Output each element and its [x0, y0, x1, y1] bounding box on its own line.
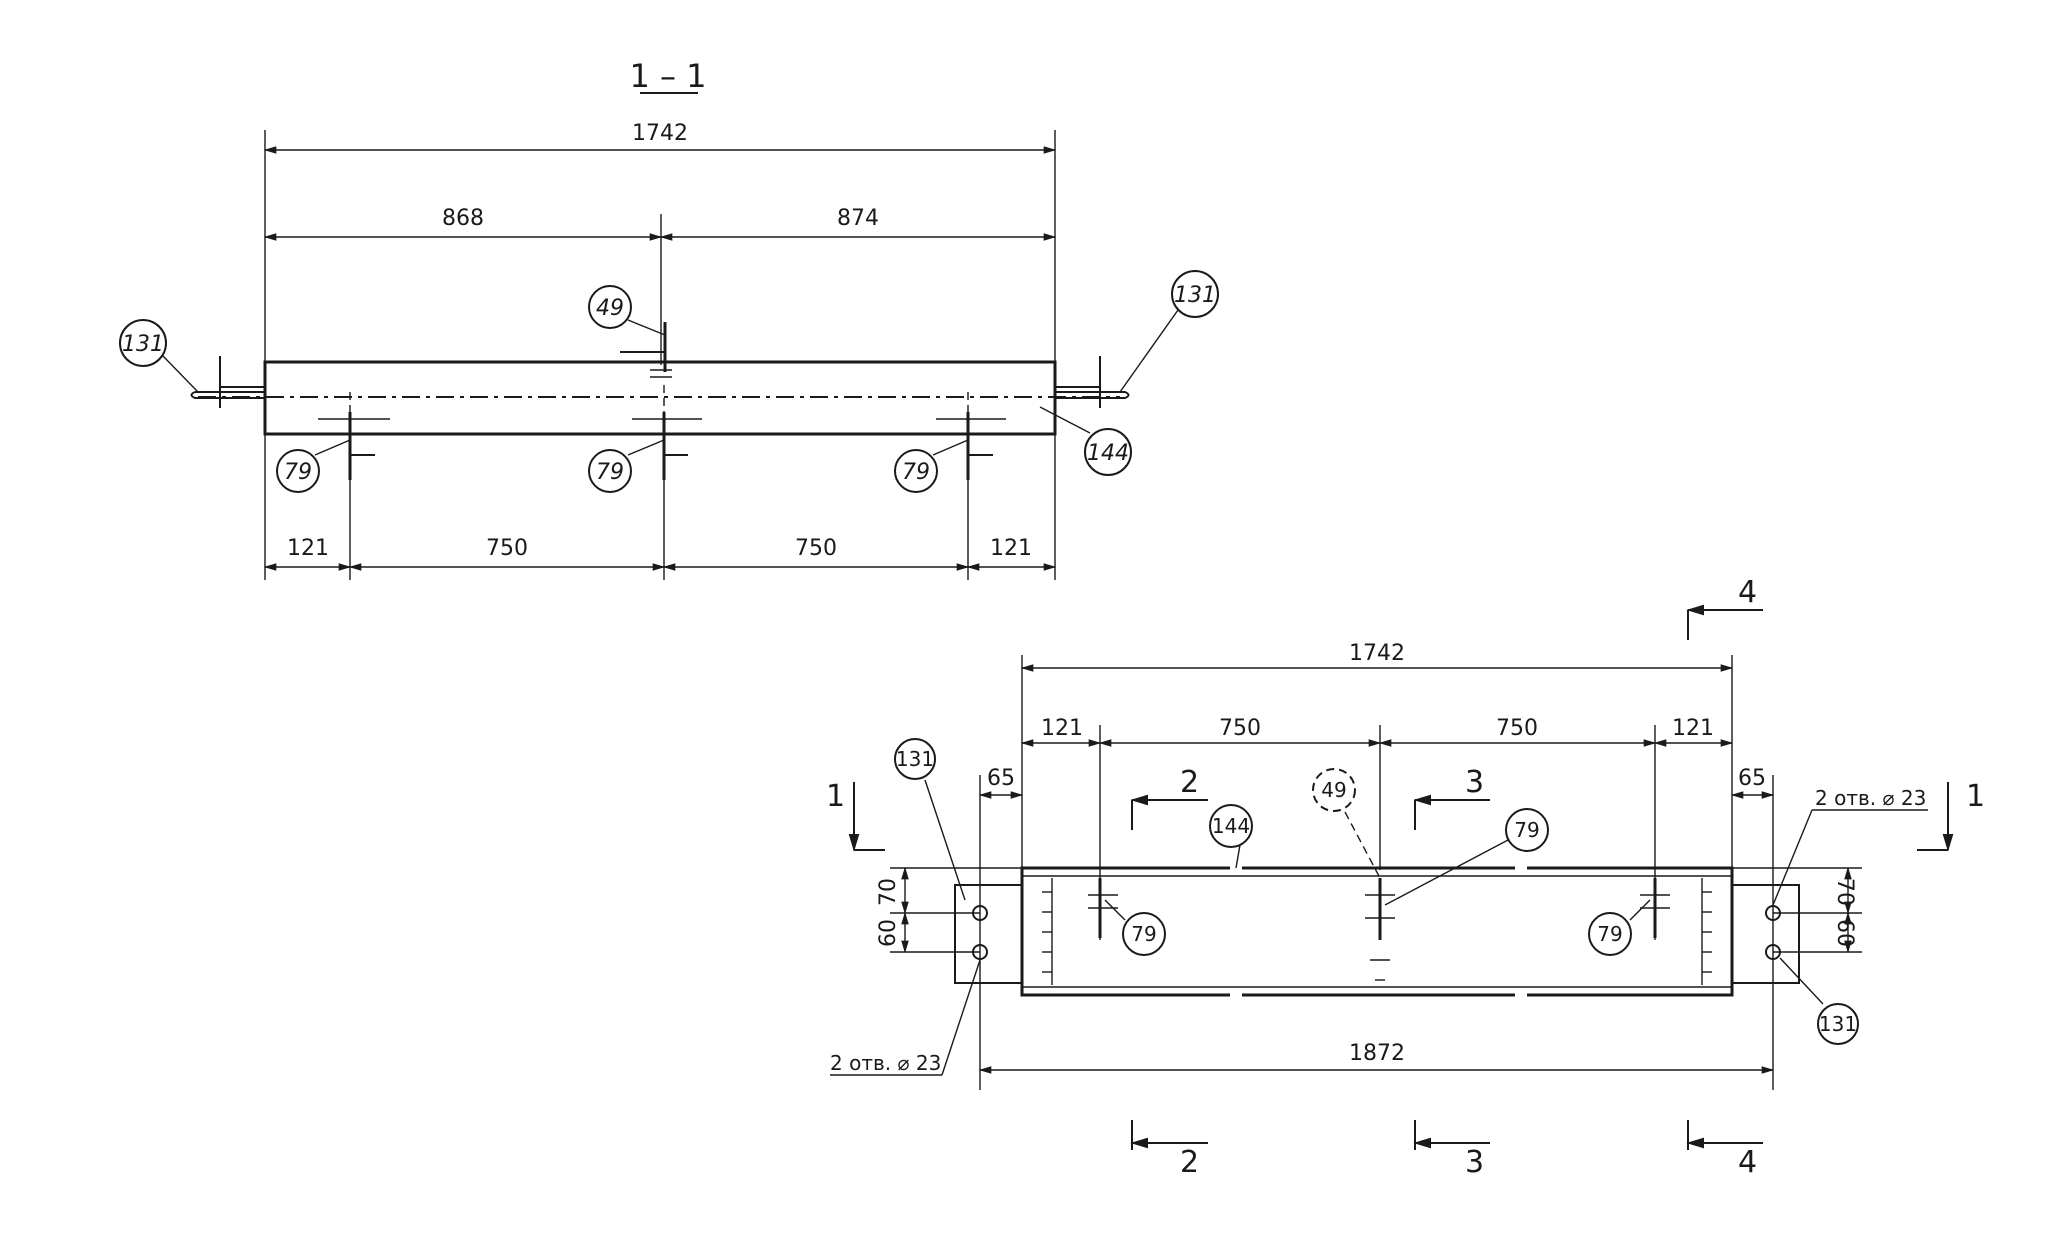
dim-bottom-2: 750 — [486, 536, 528, 561]
section-mark-4-top: 4 — [1738, 575, 1757, 610]
plan-dim-seg3: 750 — [1496, 716, 1538, 741]
dim-overall: 1742 — [632, 121, 688, 146]
section-mark-1-right: 1 — [1966, 779, 1985, 814]
section-title: 1 – 1 — [629, 57, 706, 95]
balloon-131-left: 131 — [122, 332, 164, 357]
plate-left — [954, 884, 1023, 984]
plan-dim-end-left: 65 — [987, 766, 1015, 791]
section-mark-4-bottom: 4 — [1738, 1145, 1757, 1180]
plan-balloon-144: 144 — [1212, 814, 1250, 838]
balloon-79-left: 79 — [284, 460, 312, 485]
balloon-79-right: 79 — [902, 460, 930, 485]
section-mark-1-left: 1 — [826, 779, 845, 814]
plate-right — [1731, 884, 1800, 984]
plan-dim-overall: 1742 — [1349, 641, 1405, 666]
note-holes-right: 2 отв. ⌀ 23 — [1815, 786, 1926, 810]
plan-balloon-49: 49 — [1321, 778, 1346, 802]
side-dim-right-upper: 70 — [1832, 878, 1857, 906]
note-holes-left: 2 отв. ⌀ 23 — [830, 1051, 941, 1075]
plan-balloon-131-right: 131 — [1819, 1012, 1857, 1036]
plan-dim-seg4: 121 — [1672, 716, 1714, 741]
plan-dim-end-right: 65 — [1738, 766, 1766, 791]
plan-balloon-79-left: 79 — [1131, 922, 1156, 946]
plan-dim-bottom: 1872 — [1349, 1041, 1405, 1066]
side-dim-left-lower: 60 — [876, 919, 901, 947]
plan-dim-seg1: 121 — [1041, 716, 1083, 741]
side-dim-left-upper: 70 — [876, 878, 901, 906]
plan-beam-body — [1020, 866, 1734, 997]
dim-right: 874 — [837, 206, 879, 231]
balloon-79-mid: 79 — [596, 460, 624, 485]
balloon-49: 49 — [596, 296, 624, 321]
plan-balloon-79-right: 79 — [1597, 922, 1622, 946]
dim-bottom-4: 121 — [990, 536, 1032, 561]
section-mark-2-bottom: 2 — [1180, 1145, 1199, 1180]
section-mark-3-bottom: 3 — [1465, 1145, 1484, 1180]
plan-view: 1742 121 750 750 121 65 65 — [826, 575, 1985, 1180]
plan-balloon-79-mid: 79 — [1514, 818, 1539, 842]
balloon-144: 144 — [1087, 441, 1129, 466]
dim-bottom-3: 750 — [795, 536, 837, 561]
dim-bottom-1: 121 — [287, 536, 329, 561]
section-mark-3-top: 3 — [1465, 765, 1484, 800]
plan-dim-seg2: 750 — [1219, 716, 1261, 741]
plan-balloon-131-left: 131 — [896, 747, 934, 771]
section-mark-2-top: 2 — [1180, 765, 1199, 800]
balloon-131-right: 131 — [1174, 283, 1216, 308]
dim-left: 868 — [442, 206, 484, 231]
side-dim-right-lower: 60 — [1832, 919, 1857, 947]
section-view-1-1: 1 – 1 1742 868 874 — [119, 57, 1219, 580]
